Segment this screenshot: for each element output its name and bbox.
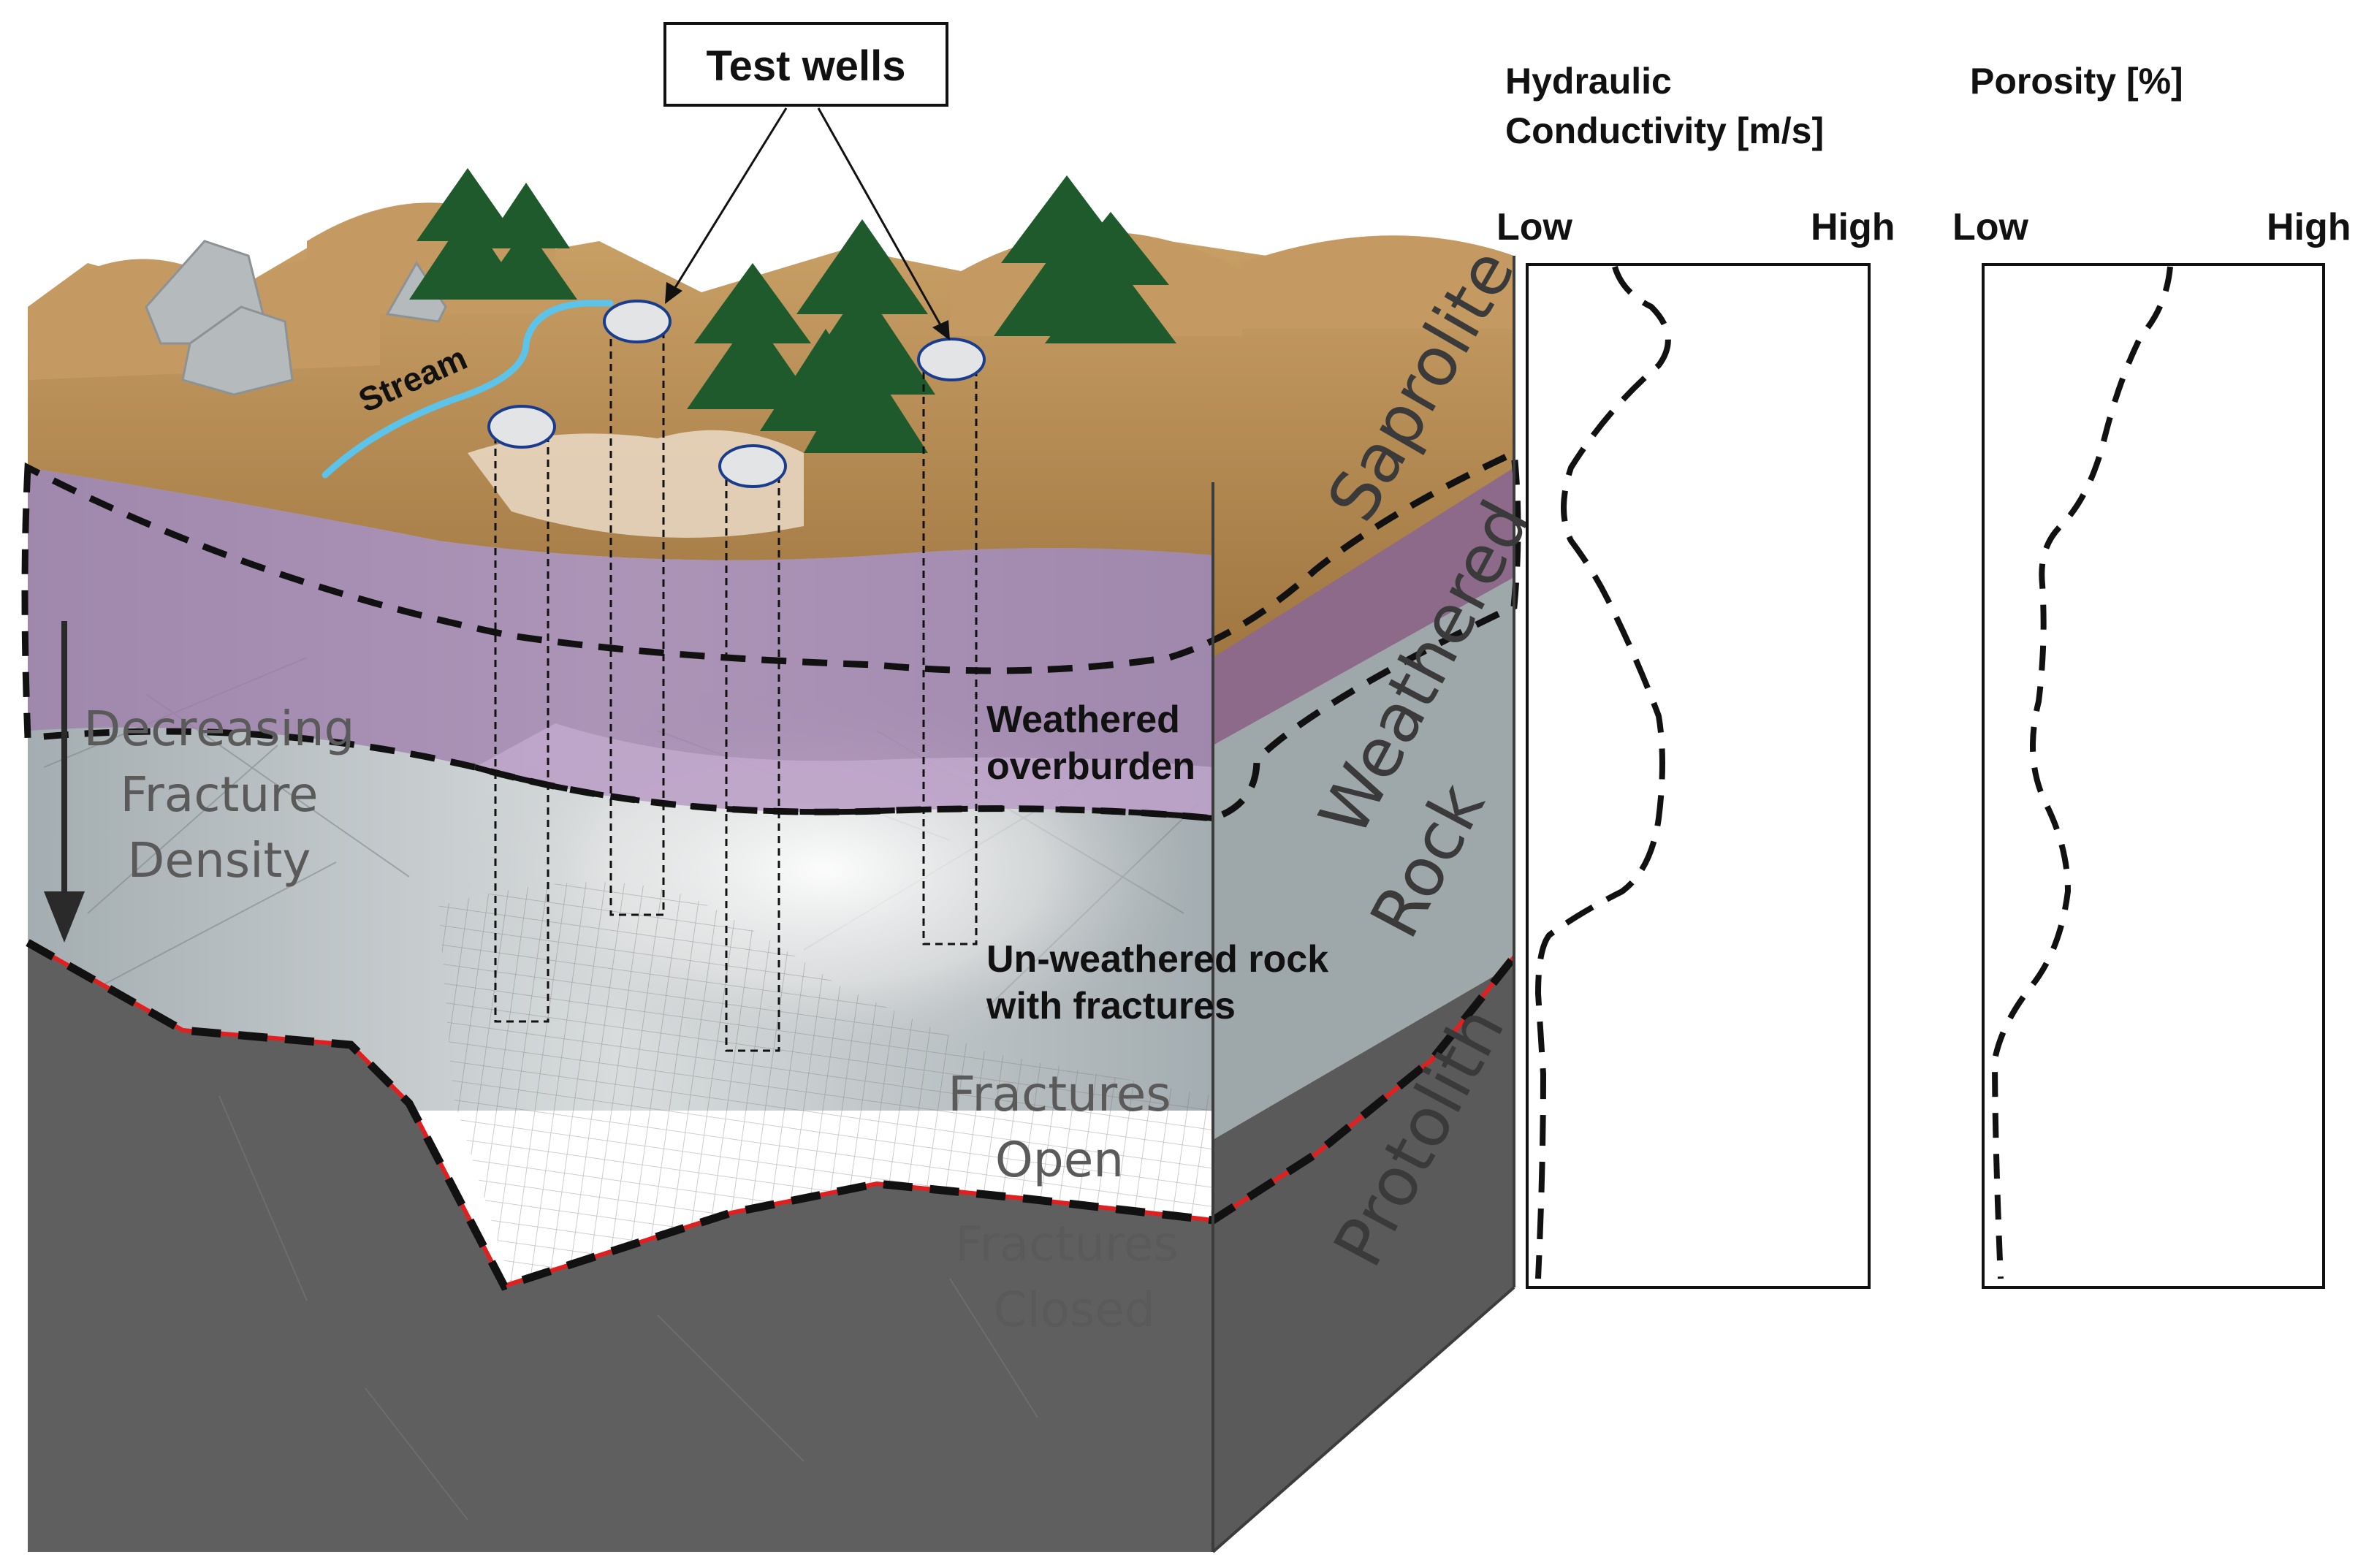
porosity-title: Porosity [%]: [1970, 61, 2183, 102]
fracture-mesh-zone: [438, 882, 1213, 1286]
saprolite-depression: [468, 430, 804, 538]
protolith-boundary-dash: [26, 939, 1518, 1291]
callout-title: Test wells: [707, 42, 906, 90]
hydraulic-high-label: High: [1811, 206, 1895, 248]
porosity-profile: Porosity [%] Low High: [1952, 61, 2351, 1289]
hydraulic-title-1: Hydraulic: [1505, 61, 1672, 102]
weathered-band-lower: [475, 723, 1213, 818]
front-face-protolith: [28, 943, 1213, 1552]
fractures-closed-label-1: Fractures: [955, 1216, 1178, 1272]
fractures-closed-label-2: Closed: [993, 1282, 1155, 1338]
decreasing-label-2: Fracture: [120, 766, 318, 823]
fractures-open-label-1: Fractures: [948, 1066, 1171, 1122]
callout-box: [663, 22, 948, 107]
decreasing-label-3: Density: [128, 832, 311, 888]
porosity-low-label: Low: [1952, 206, 2029, 248]
hydraulic-profile: Hydraulic Conductivity [m/s] Low High: [1496, 61, 1895, 1289]
band-lower-dash: [473, 764, 1214, 821]
stream: [322, 300, 614, 479]
down-arrow: [44, 621, 85, 943]
protolith-faint-lines: [218, 1095, 1038, 1521]
porosity-high-label: High: [2267, 206, 2351, 248]
porosity-curve: [1991, 266, 2173, 1279]
right-face-band: [1213, 468, 1514, 745]
callout-arrowhead-left: [665, 282, 682, 304]
block-edges: [1211, 256, 1515, 1553]
well-3-head: [718, 444, 787, 488]
fractures-open-label-2: Open: [995, 1132, 1124, 1188]
trees: [409, 168, 1176, 453]
block-body: Stream: [21, 168, 1521, 1553]
weathered-overburden-label-2: overburden: [986, 745, 1195, 788]
overburden-outline: [21, 448, 1521, 822]
test-wells-callout: Test wells: [663, 22, 950, 340]
hydraulic-frame: [1526, 263, 1871, 1289]
weathered-band-front: [28, 468, 1213, 818]
decreasing-label-1: Decreasing: [84, 701, 355, 757]
hydraulic-low-label: Low: [1496, 206, 1573, 248]
well-4-head: [917, 338, 986, 381]
weathered-overburden-label-1: Weathered: [986, 699, 1180, 741]
callout-arrow-right: [817, 107, 944, 330]
well-heads: [487, 300, 986, 488]
unweathered-label-2: with fractures: [986, 985, 1236, 1027]
porosity-frame: [1982, 263, 2325, 1289]
well-2-head: [603, 300, 672, 343]
rock-boulders: [145, 240, 447, 396]
well-1-head: [487, 405, 556, 449]
callout-arrowhead-right: [932, 320, 950, 340]
unweathered-label-1: Un-weathered rock: [986, 938, 1328, 981]
callout-arrow-left: [671, 107, 788, 293]
hydraulic-title-2: Conductivity [m/s]: [1505, 110, 1824, 151]
